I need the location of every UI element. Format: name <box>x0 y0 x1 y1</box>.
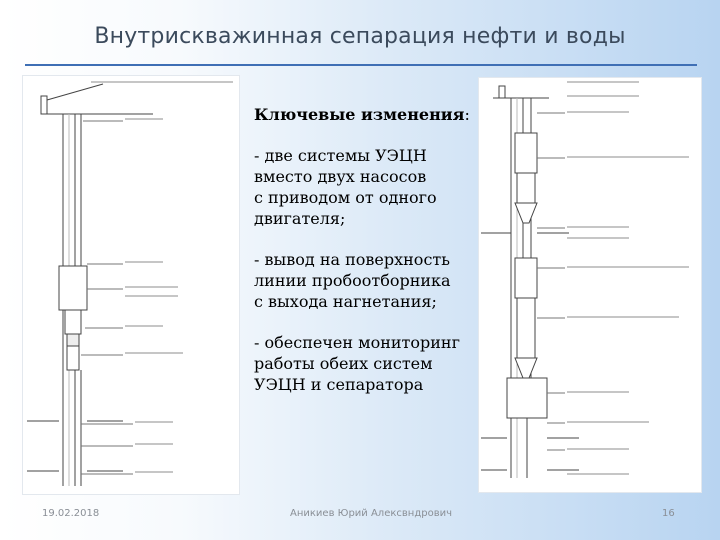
key-changes-text: Ключевые изменения: - две системы УЭЦН в… <box>254 104 474 415</box>
title-divider <box>25 64 697 66</box>
left-schematic-drawing <box>27 81 233 486</box>
footer-author: Аникиев Юрий Алексвндрович <box>290 508 452 519</box>
key-change-item: - вывод на поверхность линии пробоотборн… <box>254 250 451 311</box>
right-schematic-drawing <box>481 81 689 478</box>
key-changes-heading-label: Ключевые изменения <box>254 105 465 124</box>
key-changes-heading-colon: : <box>464 105 470 124</box>
page-number: 16 <box>662 508 675 519</box>
left-well-schematic <box>22 75 240 495</box>
key-change-item: - обеспечен мониторинг работы обеих сист… <box>254 333 460 394</box>
footer-date: 19.02.2018 <box>42 508 100 519</box>
slide-title: Внутрискважинная сепарация нефти и воды <box>94 24 626 49</box>
right-well-schematic <box>478 77 702 493</box>
key-changes-heading: Ключевые изменения: <box>254 104 474 125</box>
key-change-item: - две системы УЭЦН вместо двух насосов с… <box>254 146 437 228</box>
